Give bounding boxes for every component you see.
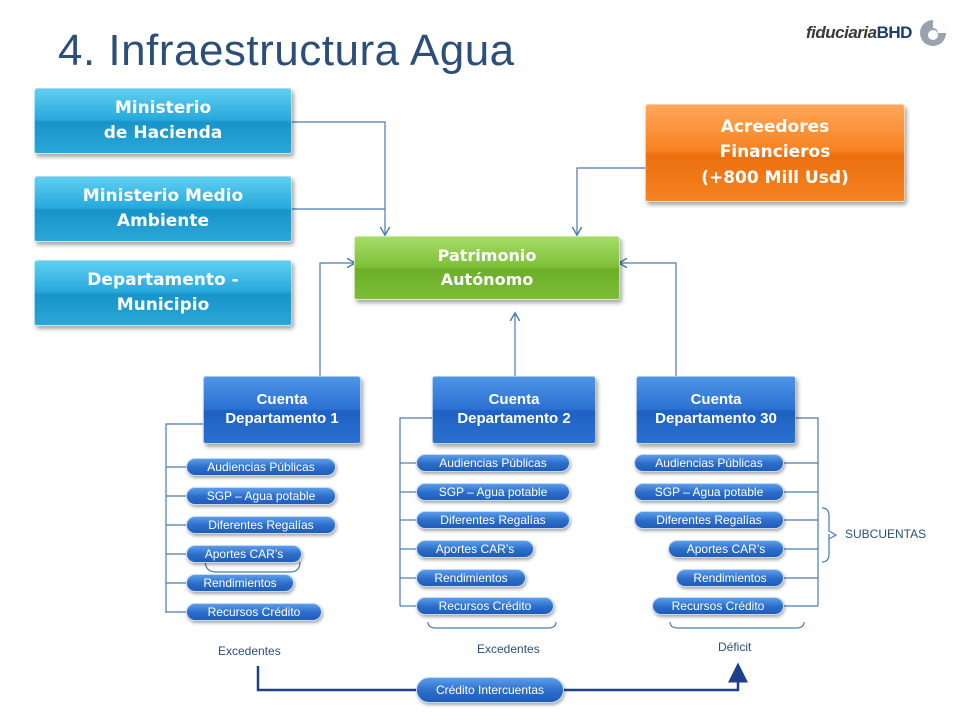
company-logo: fiduciariaBHD (806, 18, 948, 48)
trust-line1: Patrimonio (437, 246, 537, 265)
excedentes-label: Excedentes (477, 642, 540, 656)
logo-text-part2: BHD (876, 23, 913, 42)
source-line1: Ministerio Medio (82, 185, 244, 206)
subcuenta-sgp-agua-potable: SGP – Agua potable (634, 483, 784, 501)
subcuentas-label: SUBCUENTAS (845, 527, 927, 541)
subcuenta-recursos-credito: Recursos Crédito (186, 603, 322, 621)
subcuenta-aportes-cars: Aportes CAR’s (186, 545, 302, 563)
subcuenta-sgp-agua-potable: SGP – Agua potable (416, 483, 570, 501)
subcuenta-recursos-credito: Recursos Crédito (652, 597, 784, 615)
subcuenta-recursos-credito: Recursos Crédito (416, 597, 554, 615)
creditors-line3: (+800 Mill Usd) (701, 167, 849, 188)
account-line1: Cuenta (690, 391, 742, 409)
account-line1: Cuenta (488, 391, 540, 409)
page-title: 4. Infraestructura Agua (58, 26, 515, 75)
excedentes-label: Excedentes (218, 644, 281, 658)
source-line2: Municipio (116, 295, 210, 315)
account-line2: Departamento 30 (655, 410, 777, 427)
account-line2: Departamento 1 (225, 410, 339, 427)
subcuenta-diferentes-regalias: Diferentes Regalías (186, 516, 336, 534)
subcuenta-aportes-cars: Aportes CAR’s (668, 540, 784, 558)
source-line2: Ambiente (116, 211, 210, 231)
subcuenta-rendimientos: Rendimientos (186, 574, 294, 592)
creditors-line1: Acreedores (720, 116, 830, 137)
source-line2: de Hacienda (103, 123, 223, 143)
source-departamento-municipio: Departamento - Municipio (34, 260, 292, 326)
trust-line2: Autónomo (440, 270, 534, 289)
subcuenta-audiencias-publicas: Audiencias Públicas (416, 454, 570, 472)
subcuenta-sgp-agua-potable: SGP – Agua potable (186, 487, 336, 505)
source-line1: Departamento - (87, 269, 239, 290)
logo-text: fiduciariaBHD (806, 23, 912, 43)
subcuenta-rendimientos: Rendimientos (416, 569, 526, 587)
subcuenta-diferentes-regalias: Diferentes Regalías (634, 511, 784, 529)
subcuenta-aportes-cars: Aportes CAR’s (416, 540, 534, 558)
logo-text-part1: fiduciaria (806, 23, 877, 42)
subcuenta-audiencias-publicas: Audiencias Públicas (186, 458, 336, 476)
credito-intercuentas: Crédito Intercuentas (416, 677, 564, 703)
subcuenta-audiencias-publicas: Audiencias Públicas (634, 454, 784, 472)
source-line1: Ministerio (114, 97, 212, 118)
creditors-line2: Financieros (719, 142, 831, 163)
account-line1: Cuenta (256, 391, 308, 409)
subcuenta-rendimientos: Rendimientos (676, 569, 784, 587)
deficit-label: Déficit (718, 640, 752, 654)
subcuenta-diferentes-regalias: Diferentes Regalías (416, 511, 570, 529)
logo-mark-icon (919, 20, 946, 46)
account-line2: Departamento 2 (457, 410, 571, 427)
source-ministerio-hacienda: Ministerio de Hacienda (34, 88, 292, 154)
